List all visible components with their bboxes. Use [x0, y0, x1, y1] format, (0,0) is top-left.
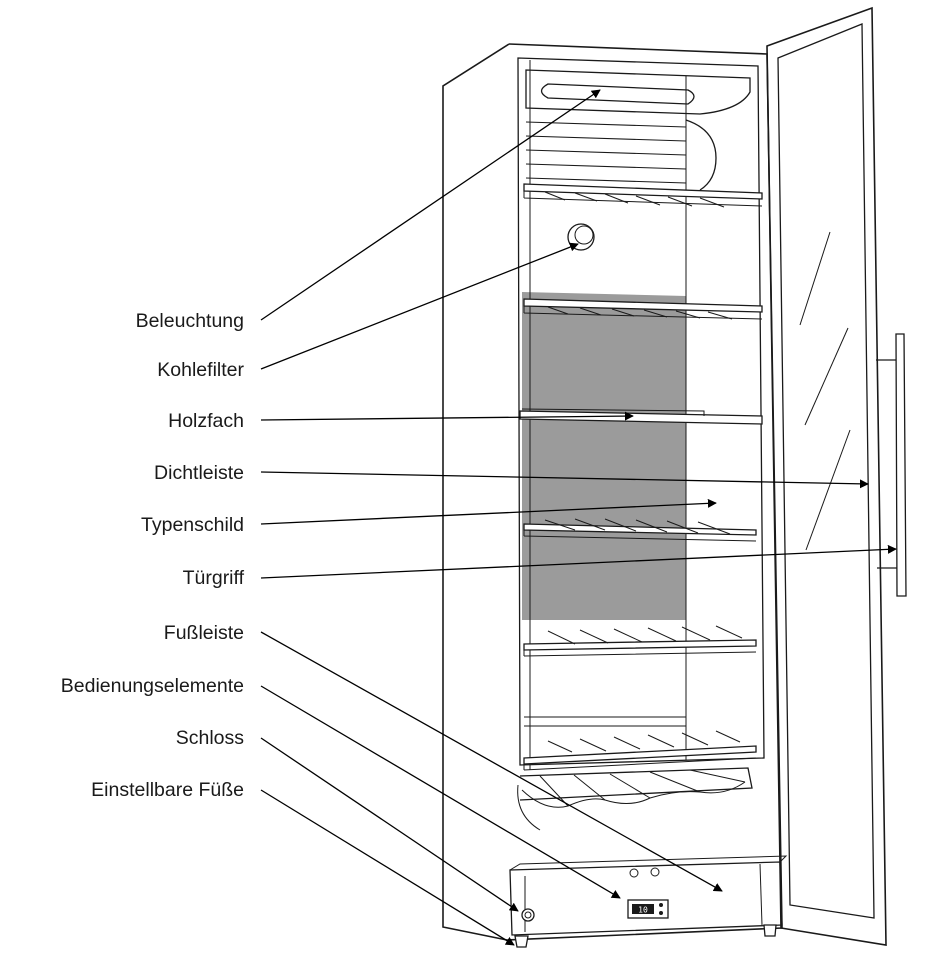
display-readout: 10 — [638, 906, 648, 915]
bottom-bottle-rack — [517, 767, 753, 831]
cabinet-inner-frame — [517, 57, 765, 766]
label-holzfach: Holzfach — [168, 410, 244, 432]
door-handle — [876, 333, 907, 597]
label-typenschild: Typenschild — [141, 514, 244, 536]
back-panel — [522, 292, 686, 620]
shelf-6 — [523, 716, 757, 771]
ceiling-light-housing — [525, 69, 751, 115]
label-fuesse: Einstellbare Füße — [91, 779, 244, 801]
label-fussleiste: Fußleiste — [164, 622, 244, 644]
pointer-schloss — [260, 737, 519, 912]
pointer-holzfach — [260, 411, 634, 421]
shelf-4 — [523, 518, 757, 542]
light-strip — [540, 83, 695, 105]
pointer-fuesse — [260, 789, 515, 946]
shelf-2 — [523, 298, 763, 320]
pointer-bedienungselemente — [260, 685, 621, 899]
label-kohlefilter: Kohlefilter — [157, 359, 244, 381]
label-dichtleiste: Dichtleiste — [154, 462, 244, 484]
wooden-shelf — [519, 408, 763, 425]
pointer-fussleiste — [260, 631, 723, 892]
adjustable-foot-left — [514, 935, 529, 948]
label-schloss: Schloss — [176, 727, 245, 749]
base-plinth: 10 — [509, 855, 788, 948]
label-bedienungselemente: Bedienungselemente — [61, 675, 244, 697]
adjustable-foot-right — [763, 924, 777, 937]
glass-door — [766, 6, 907, 946]
label-group: Beleuchtung Kohlefilter Holzfach Dichtle… — [61, 310, 245, 801]
lock-icon — [521, 908, 535, 922]
label-beleuchtung: Beleuchtung — [136, 310, 244, 332]
pointer-kohlefilter — [260, 242, 579, 370]
leader-lines — [260, 89, 897, 946]
cabinet-side-panel — [442, 43, 510, 941]
cabinet: 10 — [442, 43, 788, 948]
label-tuergriff: Türgriff — [183, 567, 245, 589]
pointer-typenschild — [260, 498, 717, 525]
shelf-5 — [523, 625, 757, 657]
fan-cover — [525, 119, 717, 191]
shelf-1 — [523, 183, 763, 208]
pointer-beleuchtung — [260, 89, 601, 321]
pointer-tuergriff — [260, 544, 897, 579]
pointer-dichtleiste — [260, 471, 869, 489]
